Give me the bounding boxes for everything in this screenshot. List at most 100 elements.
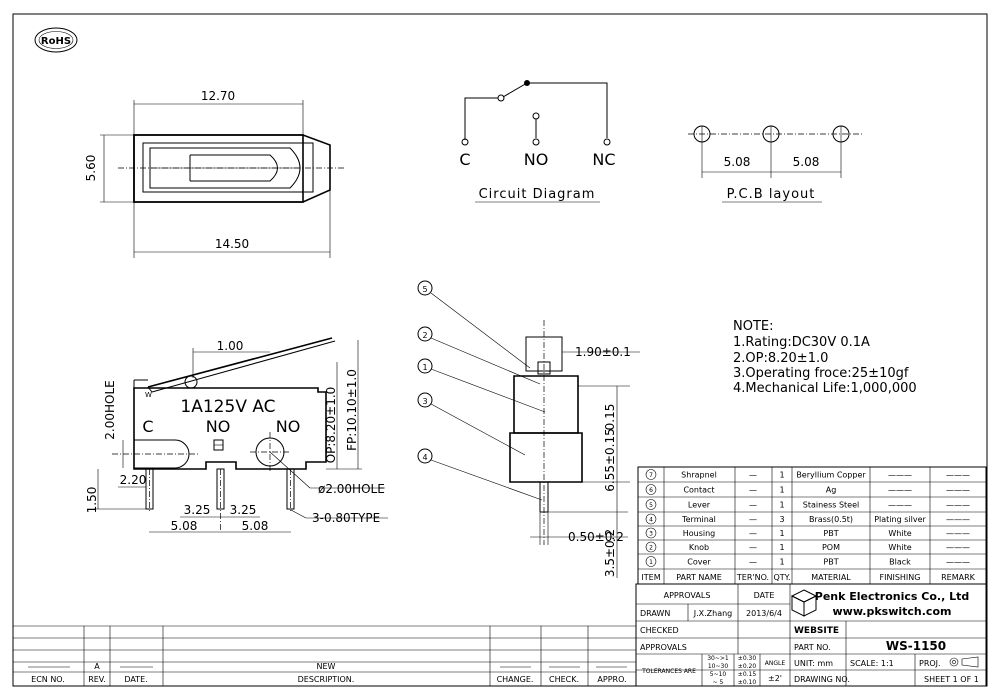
svg-text:2: 2 — [649, 545, 653, 552]
bom-header-ter: TER'NO. — [736, 573, 769, 582]
dim-0-15: 0.15 — [603, 404, 617, 431]
dim-pin-pitch-right: 5.08 — [242, 519, 269, 533]
svg-text:Ag: Ag — [826, 486, 837, 495]
projection-symbol-icon — [949, 656, 979, 668]
bom-row: 2 Knob — 1 POM White ——— — [645, 541, 970, 553]
callout-3: 3 — [422, 397, 427, 406]
svg-text:———: ——— — [946, 529, 970, 538]
body-label-no: NO — [206, 417, 231, 436]
callout-2: 2 — [422, 331, 427, 340]
svg-text:—: — — [749, 543, 757, 552]
bom-row: 3 Housing — 1 PBT White ——— — [645, 527, 970, 539]
bom-row: 7 Shrapnel — 1 Beryllium Copper ——— ——— — [645, 469, 970, 480]
bom-row: 4 Terminal — 3 Brass(0.5t) Plating silve… — [645, 513, 970, 525]
revision-table: A NEW ECN NO. REV. DATE. DESCRIPTION. CH… — [13, 625, 636, 686]
svg-text:5~10: 5~10 — [710, 671, 727, 678]
body-rating-text: 1A125V AC — [180, 397, 275, 417]
callout-1: 1 — [422, 363, 427, 372]
svg-text:±0.30: ±0.30 — [738, 655, 757, 662]
svg-text:6: 6 — [649, 487, 653, 494]
body-label-c: C — [142, 417, 153, 436]
rohs-logo: RoHS — [34, 27, 78, 53]
side-view: W 1A125V AC C NO NO 2.00HOLE 1.00 OP:8.2… — [85, 337, 388, 533]
svg-text:1: 1 — [779, 543, 784, 552]
dim-width-bottom: 14.50 — [215, 237, 249, 251]
label-part-no: PART NO. — [794, 643, 831, 652]
svg-text:~ 5: ~ 5 — [713, 679, 724, 686]
callout-4: 4 — [422, 453, 427, 462]
dim-hole-diameter: ø2.00HOLE — [318, 482, 385, 496]
svg-text:Terminal: Terminal — [681, 515, 716, 524]
circuit-label-nc: NC — [592, 150, 615, 169]
svg-text:—: — — [749, 471, 757, 480]
circuit-diagram: C NO NC Circuit Diagram — [459, 80, 616, 203]
svg-text:3: 3 — [779, 515, 784, 524]
svg-text:Plating silver: Plating silver — [874, 515, 926, 524]
dim-free-position: FP:10.10±1.0 — [345, 369, 359, 451]
svg-text:±0.15: ±0.15 — [738, 671, 757, 678]
svg-text:———: ——— — [946, 558, 970, 567]
drawn-date: 2013/6/4 — [746, 609, 782, 618]
svg-text:PBT: PBT — [823, 558, 838, 567]
svg-text:———: ——— — [946, 501, 970, 510]
dim-3-25-right: 3.25 — [230, 503, 257, 517]
svg-text:7: 7 — [649, 472, 653, 479]
svg-text:—: — — [749, 558, 757, 567]
note-line: 3.Operating froce:25±10gf — [733, 366, 909, 381]
svg-text:POM: POM — [822, 543, 840, 552]
bom-header-qty: QTY. — [774, 573, 791, 582]
svg-text:1: 1 — [779, 558, 784, 567]
notes-block: NOTE: 1.Rating:DC30V 0.1A 2.OP:8.20±1.0 … — [733, 319, 917, 396]
svg-text:DESCRIPTION.: DESCRIPTION. — [298, 675, 355, 684]
svg-text:CHANGE.: CHANGE. — [497, 675, 534, 684]
svg-text:———: ——— — [946, 471, 970, 480]
svg-text:Black: Black — [889, 558, 911, 567]
circuit-title: Circuit Diagram — [479, 187, 596, 202]
svg-text:1: 1 — [649, 559, 653, 566]
svg-text:—: — — [749, 515, 757, 524]
company-website-url: www.pkswitch.com — [833, 605, 952, 618]
svg-text:Beryllium Copper: Beryllium Copper — [796, 471, 866, 480]
bom-header-item: ITEM — [641, 573, 660, 582]
svg-text:———: ——— — [946, 486, 970, 495]
label-angle: ANGLE — [765, 660, 786, 667]
pcb-title: P.C.B layout — [727, 187, 816, 202]
svg-text:1: 1 — [779, 501, 784, 510]
note-line: 1.Rating:DC30V 0.1A — [733, 335, 870, 350]
label-tolerances: TOLERANCES ARE — [641, 668, 696, 675]
svg-text:10~30: 10~30 — [708, 663, 728, 670]
svg-text:———: ——— — [888, 471, 912, 480]
svg-text:Shrapnel: Shrapnel — [681, 471, 717, 480]
revision-description: NEW — [317, 662, 336, 671]
svg-text:4: 4 — [649, 517, 653, 524]
svg-text:Contact: Contact — [683, 486, 714, 495]
dim-knob-width: 1.90±0.1 — [575, 345, 631, 359]
body-mark: W — [145, 391, 152, 399]
dim-width-top: 12.70 — [201, 89, 235, 103]
svg-text:White: White — [888, 543, 911, 552]
sheet-border — [12, 13, 988, 687]
title-block: APPROVALS DATE DRAWN J.X.Zhang 2013/6/4 … — [635, 583, 987, 687]
svg-text:Cover: Cover — [687, 558, 711, 567]
dim-operating-position: OP:8.20±1.0 — [324, 387, 338, 464]
bom-table: 7 Shrapnel — 1 Beryllium Copper ——— ——— … — [637, 466, 987, 585]
revision-letter: A — [94, 662, 100, 671]
dim-height: 5.60 — [84, 155, 98, 182]
drawn-by: J.X.Zhang — [693, 609, 733, 618]
svg-text:ECN NO.: ECN NO. — [31, 675, 65, 684]
label-proj: PROJ. — [919, 659, 941, 668]
svg-text:±0.20: ±0.20 — [738, 663, 757, 670]
bom-header-finishing: FINISHING — [880, 573, 921, 582]
svg-text:Brass(0.5t): Brass(0.5t) — [809, 515, 853, 524]
svg-text:±0.10: ±0.10 — [738, 679, 757, 686]
unit: UNIT: mm — [794, 659, 833, 668]
label-approvals: APPROVALS — [664, 591, 711, 600]
dim-lever-offset: 1.00 — [217, 339, 244, 353]
svg-text:REV.: REV. — [88, 675, 106, 684]
svg-text:———: ——— — [888, 501, 912, 510]
top-view: 12.70 5.60 14.50 — [84, 89, 345, 258]
notes-title: NOTE: — [733, 319, 774, 334]
company-logo-icon — [790, 589, 818, 617]
pcb-pitch-2: 5.08 — [793, 155, 820, 169]
